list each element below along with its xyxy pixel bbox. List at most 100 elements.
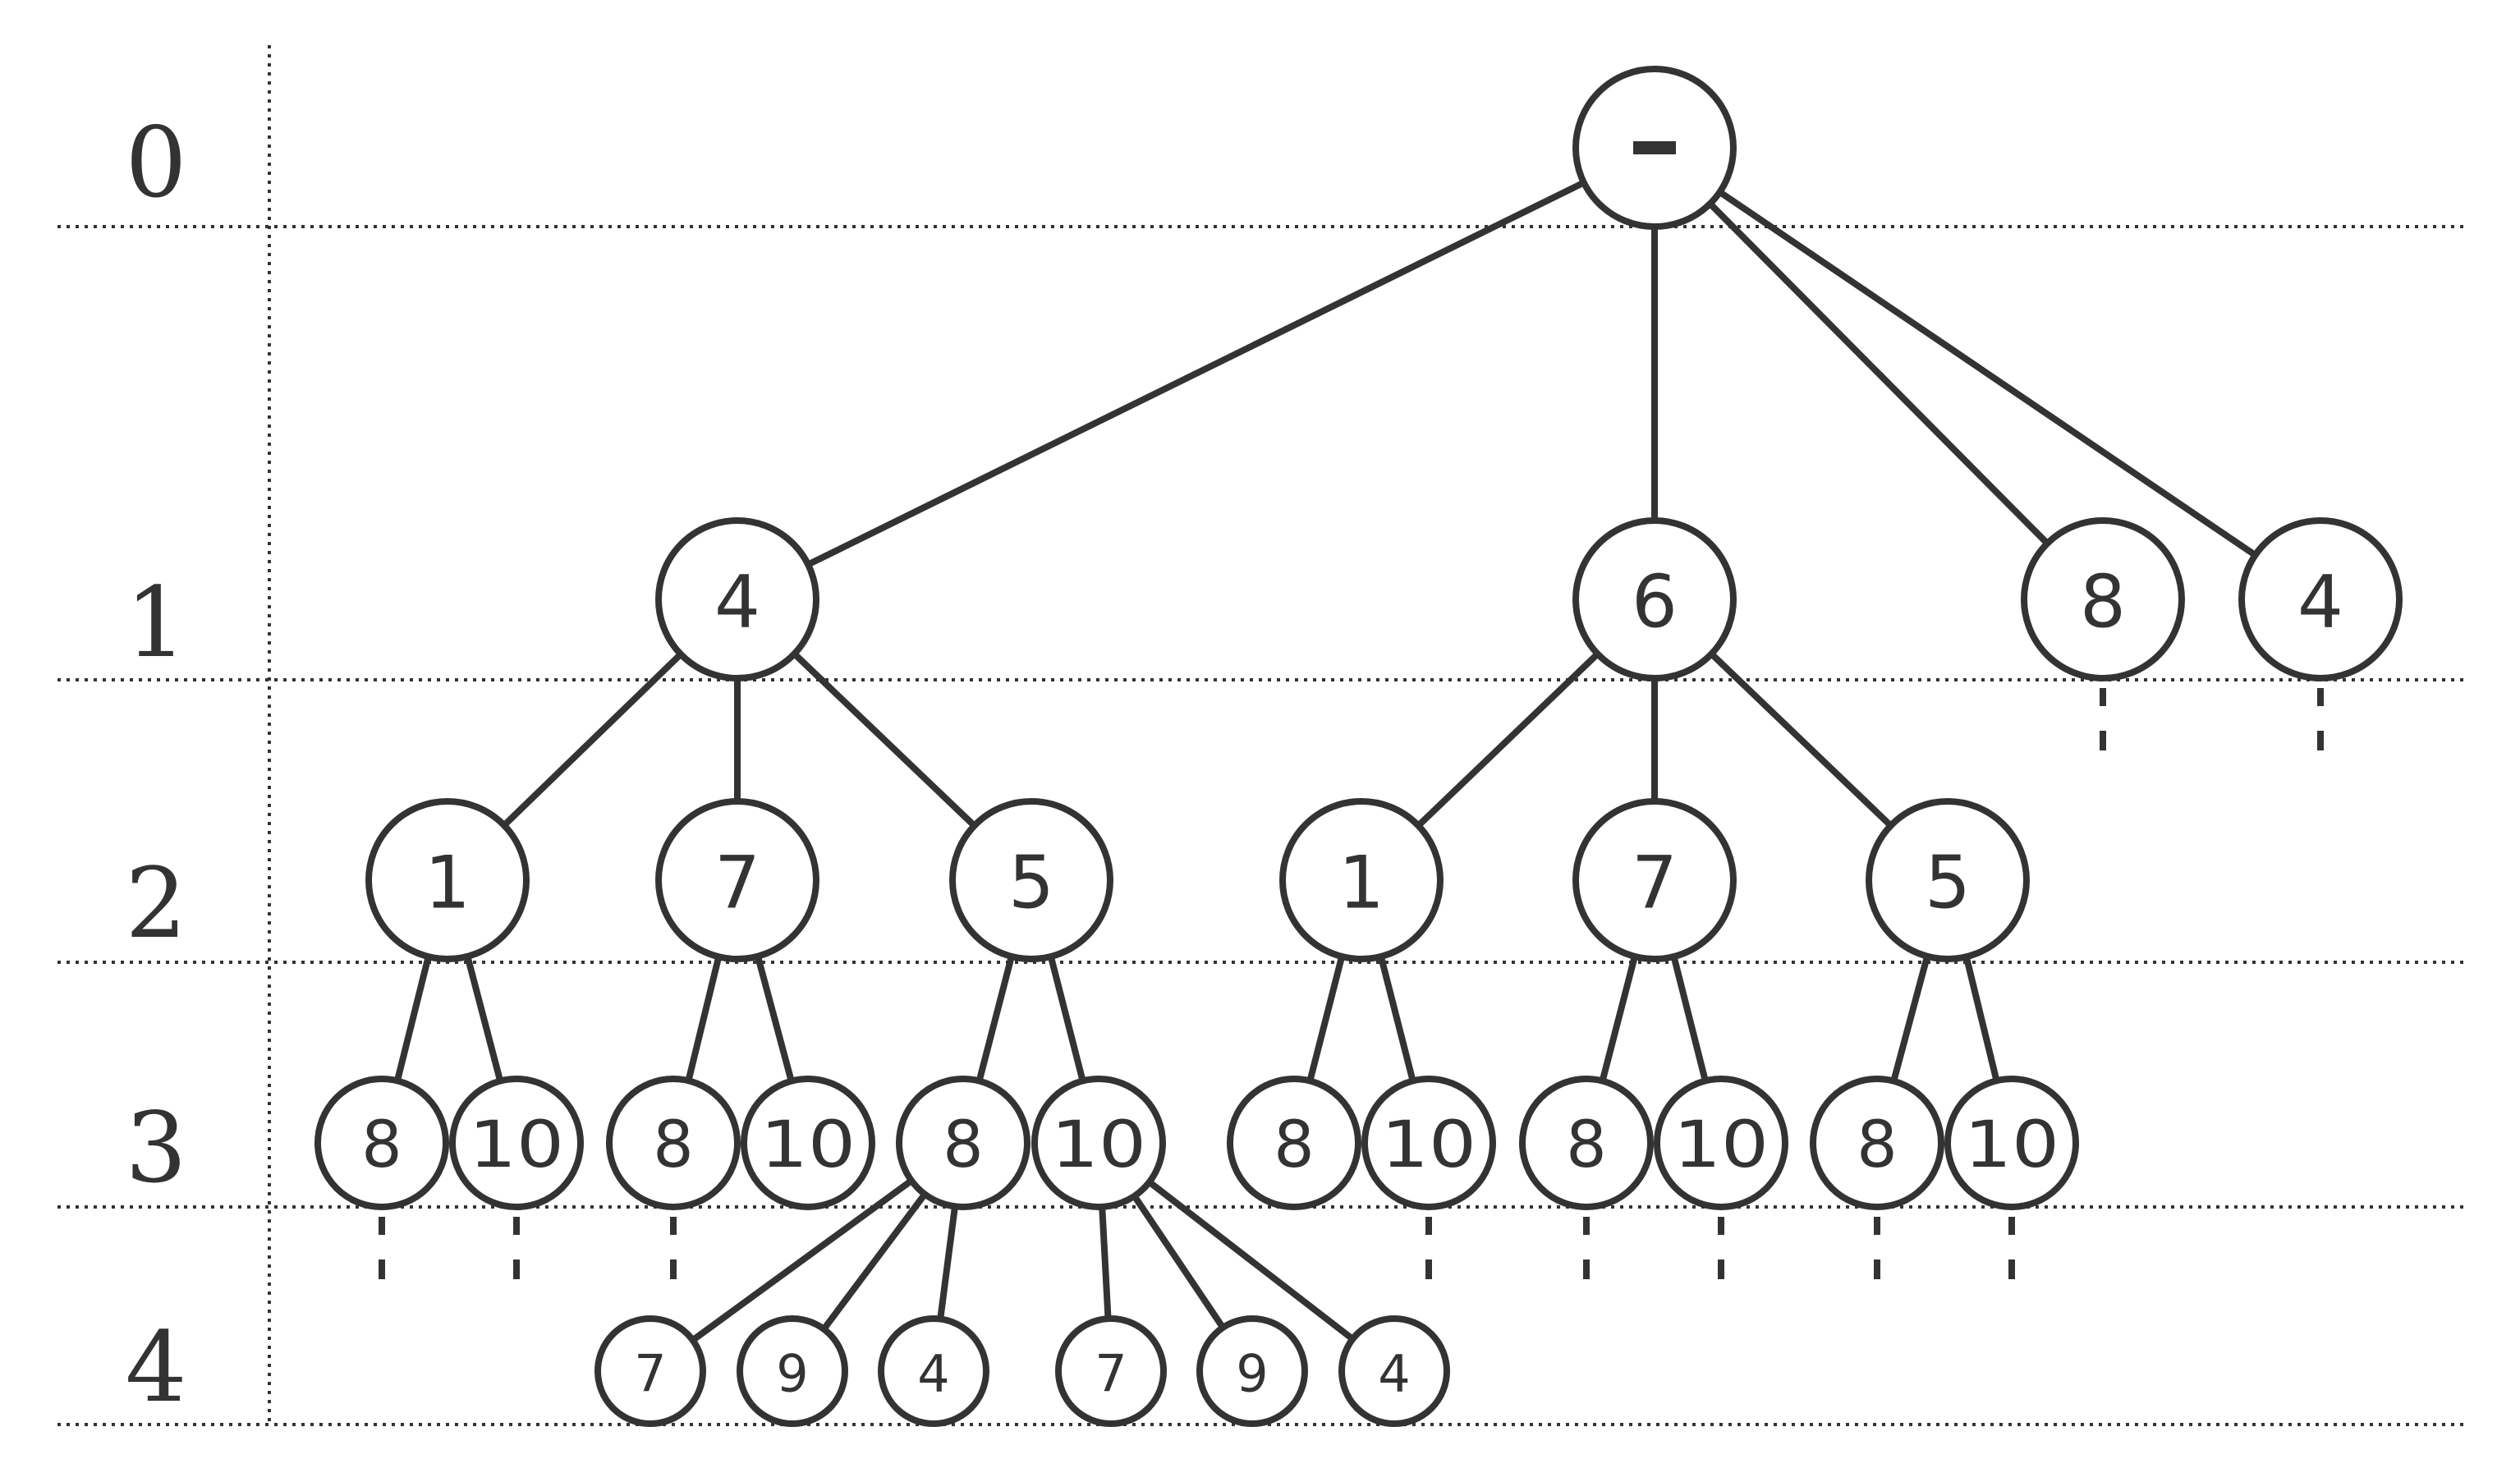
tree-node: 6 (1572, 517, 1737, 681)
tree-edges (394, 179, 2257, 1343)
tree-edge-8 (975, 955, 1015, 1082)
tree-node: 7 (1572, 798, 1737, 962)
truncation-markers (379, 688, 2324, 1279)
tree-node: 4 (878, 1315, 989, 1427)
node-circle (1055, 1315, 1167, 1427)
tree-node: 8 (896, 1076, 1030, 1210)
tree-node: 1 (365, 798, 530, 962)
tree-edge-12 (1047, 956, 1086, 1082)
tree-edge-11 (937, 1205, 958, 1320)
tree-edge-19 (1377, 956, 1416, 1082)
node-label: 10 (1673, 1108, 1769, 1182)
node-circle (1361, 1076, 1496, 1210)
node-label: 8 (361, 1108, 402, 1182)
tree-edge-10 (821, 1192, 928, 1332)
tree-edge-6 (755, 955, 795, 1082)
node-circle (594, 1315, 706, 1427)
node-label: 1 (1338, 841, 1384, 925)
node-circle (1031, 1076, 1166, 1210)
tree-node: - (1572, 66, 1737, 230)
tree-node: 10 (1361, 1076, 1496, 1210)
tree-node: 10 (1654, 1076, 1788, 1210)
tree-edge-1 (502, 651, 683, 828)
node-label: 1 (425, 841, 470, 925)
node-label: 8 (653, 1108, 694, 1182)
tree-edge-5 (685, 956, 723, 1082)
node-circle (1279, 798, 1444, 962)
tree-edge-25 (1962, 956, 2000, 1082)
tree-node: 8 (2021, 517, 2185, 681)
tree-edge-24 (1890, 955, 1930, 1082)
node-label: 7 (634, 1344, 666, 1404)
tree-edge-14 (1131, 1194, 1226, 1330)
tree-node: 1 (1279, 798, 1444, 962)
node-circle (741, 1076, 875, 1210)
node-label: - (1653, 144, 1656, 153)
tree-edge-15 (1147, 1179, 1355, 1342)
tree-node: 8 (314, 1076, 449, 1210)
tree-edge-27 (1718, 189, 2257, 558)
tree-edge-23 (1709, 651, 1893, 828)
node-label: 4 (917, 1344, 949, 1404)
tree-edge-17 (1416, 651, 1600, 828)
level-label-0: 0 (125, 106, 186, 219)
node-label: 9 (776, 1344, 808, 1404)
tree-node: 10 (1031, 1076, 1166, 1210)
node-label: 9 (1236, 1344, 1268, 1404)
tree-edge-13 (1099, 1206, 1112, 1319)
tree-node: 7 (655, 798, 819, 962)
tree-edge-2 (394, 956, 432, 1082)
node-circle (1944, 1076, 2079, 1210)
node-circle (737, 1315, 848, 1427)
node-circle (896, 1076, 1030, 1210)
node-circle (1866, 798, 2030, 962)
node-label: 10 (1051, 1108, 1146, 1182)
level-label-4: 4 (125, 1310, 186, 1424)
node-circle (1572, 517, 1737, 681)
node-label: 10 (1381, 1108, 1476, 1182)
tree-node: 8 (1519, 1076, 1654, 1210)
node-circle (1227, 1076, 1361, 1210)
tree-node: 10 (741, 1076, 875, 1210)
root-dash-glyph (1633, 141, 1676, 154)
node-label: 4 (714, 560, 760, 645)
node-circle (2021, 517, 2185, 681)
node-circle (655, 517, 819, 681)
tree-node: 4 (655, 517, 819, 681)
tree-node: 9 (737, 1315, 848, 1427)
node-circle (606, 1076, 741, 1210)
tree-node: 7 (1055, 1315, 1167, 1427)
node-label: 10 (469, 1108, 564, 1182)
tree-node: 7 (594, 1315, 706, 1427)
node-circle (2238, 517, 2403, 681)
level-label-3: 3 (125, 1091, 186, 1204)
node-label: 7 (1632, 841, 1678, 925)
level-grid (57, 45, 2467, 1426)
tree-edge-3 (464, 955, 504, 1082)
tree-node: 8 (1227, 1076, 1361, 1210)
tree-edge-26 (1707, 201, 2050, 546)
node-circle (1810, 1076, 1944, 1210)
node-label: 10 (760, 1108, 856, 1182)
tree-edge-0 (806, 179, 1586, 568)
tree-edge-18 (1306, 956, 1346, 1082)
tree-node: 9 (1196, 1315, 1308, 1427)
node-circle (314, 1076, 449, 1210)
node-circle (1338, 1315, 1450, 1427)
tree-edge-22 (1670, 956, 1709, 1082)
node-label: 10 (1964, 1108, 2059, 1182)
tree-node: 8 (1810, 1076, 1944, 1210)
node-circle (949, 798, 1113, 962)
node-label: 7 (714, 841, 760, 925)
node-label: 8 (2080, 560, 2126, 645)
node-circle (365, 798, 530, 962)
node-label: 6 (1632, 560, 1678, 645)
node-circle (1519, 1076, 1654, 1210)
tree-node: 5 (1866, 798, 2030, 962)
node-label: 4 (2297, 560, 2343, 645)
node-label: 8 (1857, 1108, 1898, 1182)
node-circle (655, 798, 819, 962)
tree-node: 8 (606, 1076, 741, 1210)
